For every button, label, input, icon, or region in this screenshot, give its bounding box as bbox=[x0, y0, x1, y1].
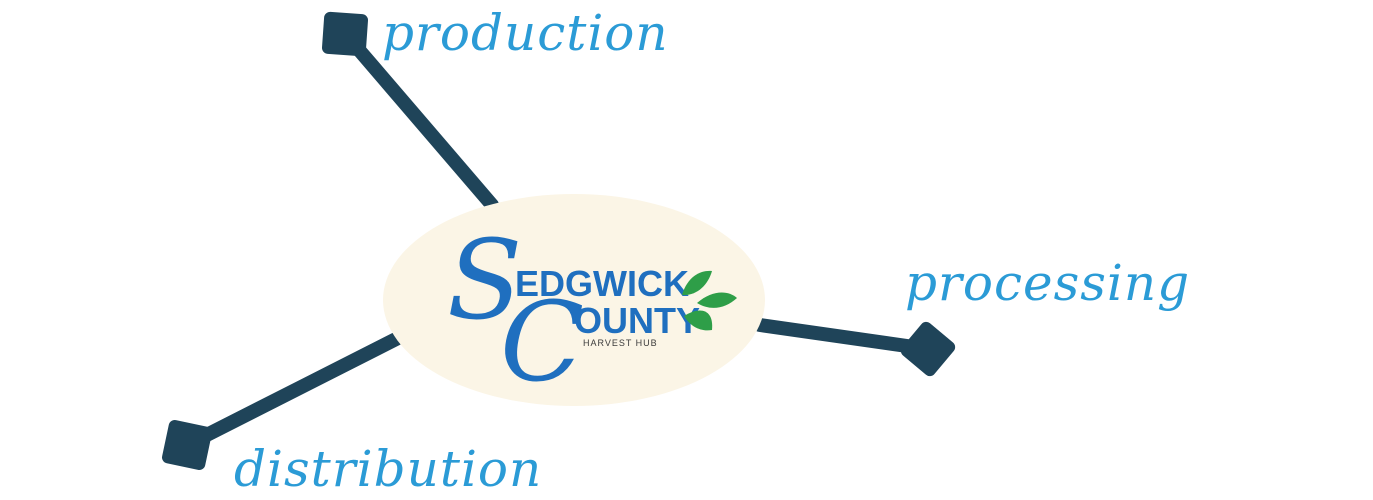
endpoint-distribution bbox=[162, 420, 212, 470]
spoke-production bbox=[340, 29, 499, 212]
logo-initial-c: C bbox=[500, 278, 584, 406]
logo-initial-s: S bbox=[447, 216, 522, 344]
logo-word-county: OUNTY bbox=[574, 300, 700, 341]
sedgwick-county-logo: S EDGWICK C OUNTY HARVEST HUB bbox=[447, 216, 737, 406]
spoke-distribution bbox=[180, 331, 405, 452]
endpoint-production bbox=[321, 11, 369, 57]
label-production: production bbox=[382, 4, 669, 62]
leaf-icon-right bbox=[697, 292, 737, 308]
spoke-processing bbox=[753, 318, 935, 356]
label-distribution: distribution bbox=[234, 440, 542, 498]
label-processing: processing bbox=[905, 254, 1190, 312]
leaf-icon-bottom bbox=[684, 310, 713, 331]
endpoint-processing bbox=[900, 321, 956, 377]
leaf-icon-top bbox=[682, 270, 712, 296]
hub-ellipse bbox=[383, 194, 765, 406]
logo-word-sedgwick: EDGWICK bbox=[515, 263, 689, 304]
logo-subtitle: HARVEST HUB bbox=[583, 338, 658, 348]
